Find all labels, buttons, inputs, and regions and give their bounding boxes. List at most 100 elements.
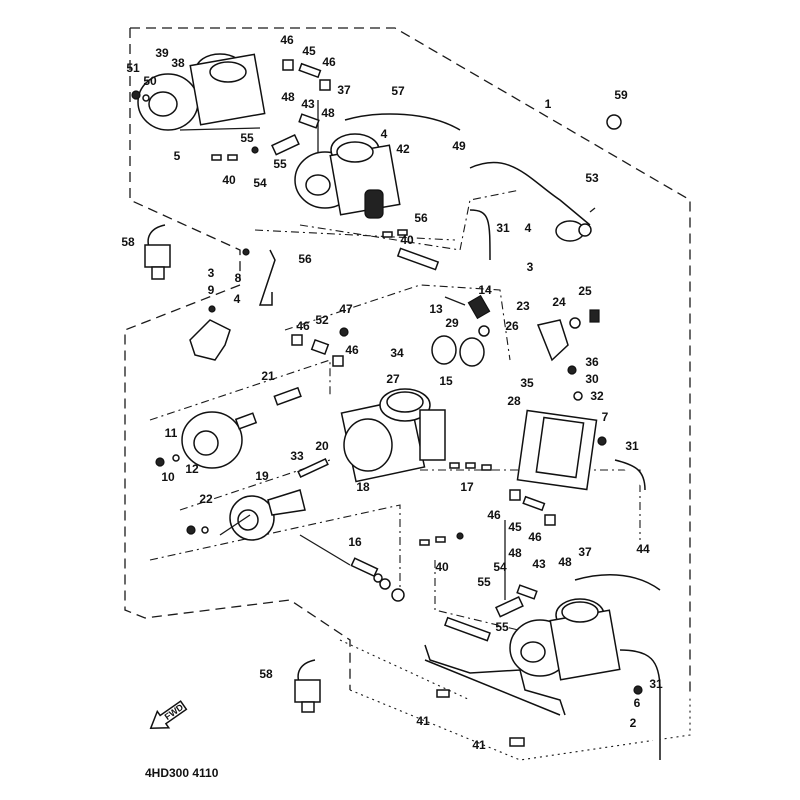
callout-c58b: 58: [259, 667, 273, 681]
callout-c14: 14: [478, 283, 492, 297]
callout-c56a: 56: [414, 211, 428, 225]
callout-c56b: 56: [298, 252, 312, 266]
callout-c57: 57: [391, 84, 405, 98]
callout-c41b: 41: [472, 738, 486, 752]
callout-c3a: 3: [208, 266, 215, 280]
callout-c46c: 46: [296, 319, 310, 333]
callout-c55d: 55: [495, 620, 509, 634]
callout-c41a: 41: [416, 714, 430, 728]
fuel-joint-group: [431, 294, 491, 367]
elbow-fitting-58: [144, 224, 321, 713]
hoses: [344, 113, 661, 760]
callout-c37a: 37: [337, 83, 351, 97]
bracket-group-23: [536, 309, 600, 401]
callout-c11: 11: [165, 426, 178, 440]
callout-c28: 28: [507, 394, 521, 408]
drawing-code: 4HD300 4110: [145, 766, 219, 780]
callout-c37b: 37: [578, 545, 592, 559]
callout-c46b: 46: [322, 55, 336, 69]
callout-c46f: 46: [528, 530, 542, 544]
jet-group-16: [299, 534, 405, 602]
callout-c38: 38: [171, 56, 185, 70]
callout-c31b: 31: [625, 439, 639, 453]
callout-c46e: 46: [487, 508, 501, 522]
callout-c24: 24: [552, 295, 566, 309]
callout-c55c: 55: [477, 575, 491, 589]
callout-c49: 49: [452, 139, 466, 153]
callout-c1: 1: [545, 97, 552, 111]
callout-c13: 13: [429, 302, 443, 316]
callout-c25: 25: [578, 284, 592, 298]
callout-c55b: 55: [273, 157, 287, 171]
callout-c39: 39: [155, 46, 169, 60]
callout-c10: 10: [161, 470, 175, 484]
forward-arrow-icon: FWD: [149, 700, 188, 729]
screw-groups: [211, 146, 492, 546]
callout-c4c: 4: [234, 292, 241, 306]
callout-c48c: 48: [508, 546, 522, 560]
callout-c46d: 46: [345, 343, 359, 357]
callout-c32: 32: [590, 389, 604, 403]
callout-c6: 6: [634, 696, 641, 710]
callout-c44: 44: [636, 542, 650, 556]
callout-c12: 12: [185, 462, 199, 476]
callout-c31c: 31: [649, 677, 663, 691]
callout-c20: 20: [315, 439, 329, 453]
joint-group-mid: [291, 327, 349, 367]
callout-c18: 18: [356, 480, 370, 494]
callout-c40c: 40: [435, 560, 449, 574]
callout-c33: 33: [290, 449, 304, 463]
callout-c34: 34: [390, 346, 404, 360]
callout-c54b: 54: [493, 560, 507, 574]
assembly-boundary: [124, 27, 691, 761]
callout-c48d: 48: [558, 555, 572, 569]
callout-c9: 9: [208, 283, 215, 297]
joint-group-top: [271, 59, 331, 156]
callout-c7: 7: [602, 410, 609, 424]
fitting-53: [555, 207, 596, 242]
callout-c3b: 3: [527, 260, 534, 274]
callout-c15: 15: [439, 374, 453, 388]
callout-c30: 30: [585, 372, 599, 386]
callout-c16: 16: [348, 535, 362, 549]
callout-c55a: 55: [240, 131, 254, 145]
callout-c27: 27: [386, 372, 400, 386]
callout-c21: 21: [261, 369, 275, 383]
callout-c23: 23: [516, 299, 530, 313]
carburetor-top-left: [131, 53, 266, 131]
callout-c53: 53: [585, 171, 599, 185]
throttle-lever: [189, 248, 276, 361]
callout-c48a: 48: [281, 90, 295, 104]
callout-c19: 19: [255, 469, 269, 483]
callout-c45a: 45: [302, 44, 316, 58]
callout-c52: 52: [315, 313, 329, 327]
vacuum-cover-group: [155, 386, 329, 541]
callout-c58a: 58: [121, 235, 135, 249]
joint-group-bottom: [495, 489, 556, 618]
callout-c22: 22: [199, 492, 213, 506]
callout-c26: 26: [505, 319, 519, 333]
carburetor-center: [340, 388, 446, 483]
callout-c31a: 31: [496, 221, 510, 235]
callout-c4b: 4: [525, 221, 532, 235]
carburetor-bottom-right: [509, 598, 643, 695]
callout-c5: 5: [174, 149, 181, 163]
callout-c42: 42: [396, 142, 410, 156]
callout-c29: 29: [445, 316, 459, 330]
callout-c51: 51: [126, 61, 140, 75]
callout-c59: 59: [614, 88, 628, 102]
callout-c50: 50: [143, 74, 157, 88]
callout-c48b: 48: [321, 106, 335, 120]
callout-c47: 47: [339, 302, 353, 316]
callout-c43a: 43: [301, 97, 315, 111]
callout-c8: 8: [235, 271, 242, 285]
callout-c54a: 54: [253, 176, 267, 190]
carburetor-top-center: [294, 133, 401, 219]
float-chamber-28: [516, 409, 607, 491]
callout-c46a: 46: [280, 33, 294, 47]
callout-c40a: 40: [222, 173, 236, 187]
callout-c45b: 45: [508, 520, 522, 534]
